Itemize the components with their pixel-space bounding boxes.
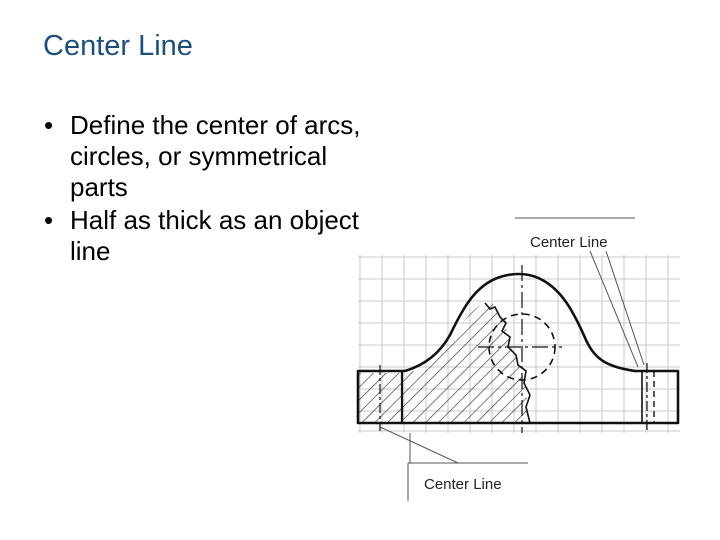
callout-bottom-label: Center Line: [424, 476, 502, 493]
center-line-sketch: Center Line Center Line: [356, 217, 680, 501]
callout-top-label: Center Line: [530, 234, 608, 251]
bullet-list: • Define the center of arcs, circles, or…: [44, 110, 374, 269]
bullet-item: • Half as thick as an object line: [44, 205, 374, 267]
bullet-item: • Define the center of arcs, circles, or…: [44, 110, 374, 203]
callout-bottom-leader-1: [379, 426, 459, 464]
section-hatching: [358, 302, 528, 423]
slide-title: Center Line: [43, 30, 193, 62]
bullet-text: Half as thick as an object line: [70, 205, 360, 266]
bullet-marker: •: [44, 110, 54, 140]
bullet-text: Define the center of arcs, circles, or s…: [70, 110, 361, 202]
callout-top-leader-1: [589, 250, 639, 368]
bullet-marker: •: [44, 205, 54, 235]
callout-top-leader-2: [605, 250, 645, 366]
object-outline: [356, 272, 680, 425]
